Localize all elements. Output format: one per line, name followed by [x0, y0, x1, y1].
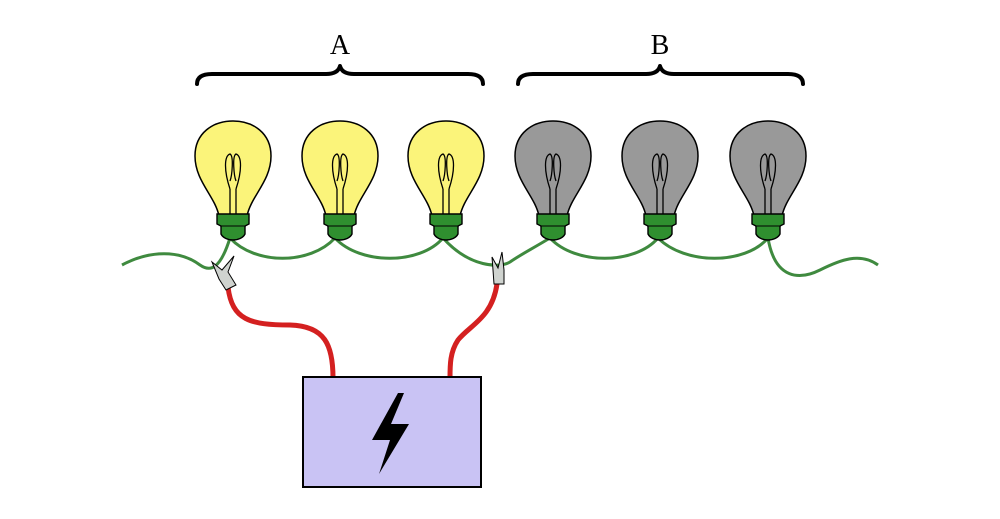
bulb-4 — [514, 120, 592, 241]
bulb-socket — [429, 213, 463, 241]
group-label-b: B — [651, 30, 670, 61]
bulb-filament — [651, 153, 669, 216]
lightning-bolt-icon — [372, 393, 409, 474]
bulb-filament — [331, 153, 349, 216]
bulb-filament — [437, 153, 455, 216]
brace-a — [195, 64, 485, 86]
bulb-filament — [224, 153, 242, 216]
bulb-glass — [621, 120, 699, 217]
bulb-filament — [544, 153, 562, 216]
bulb-5 — [621, 120, 699, 241]
bulb-socket — [323, 213, 357, 241]
bulb-glass — [194, 120, 272, 217]
bulb-socket — [536, 213, 570, 241]
bulb-socket — [643, 213, 677, 241]
bulb-6 — [729, 120, 807, 241]
bulb-socket — [751, 213, 785, 241]
bulb-glass — [407, 120, 485, 217]
bulb-1 — [194, 120, 272, 241]
group-label-a: A — [330, 30, 351, 61]
clip-right — [491, 251, 505, 285]
bulb-glass — [729, 120, 807, 217]
bulb-glass — [301, 120, 379, 217]
string-wire — [121, 234, 879, 277]
bulb-3 — [407, 120, 485, 241]
bulb-row — [194, 120, 807, 241]
lead-right — [447, 281, 500, 381]
brace-b — [516, 64, 805, 86]
bulb-socket — [216, 213, 250, 241]
bulb-2 — [301, 120, 379, 241]
bulb-filament — [759, 153, 777, 216]
clip-left — [210, 255, 237, 291]
lead-left — [225, 284, 336, 381]
bulb-glass — [514, 120, 592, 217]
